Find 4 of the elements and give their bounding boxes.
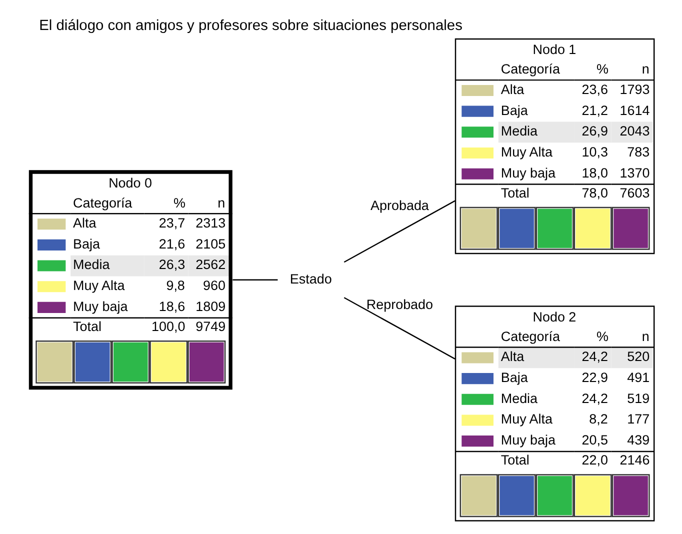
node-text: Estado (289, 271, 332, 286)
edge-label: Reprobado (366, 297, 433, 312)
diagram-title: El diálogo con amigos y profesores sobre situaciones personales (38, 18, 462, 34)
edge-label: Aprobada (370, 198, 428, 213)
